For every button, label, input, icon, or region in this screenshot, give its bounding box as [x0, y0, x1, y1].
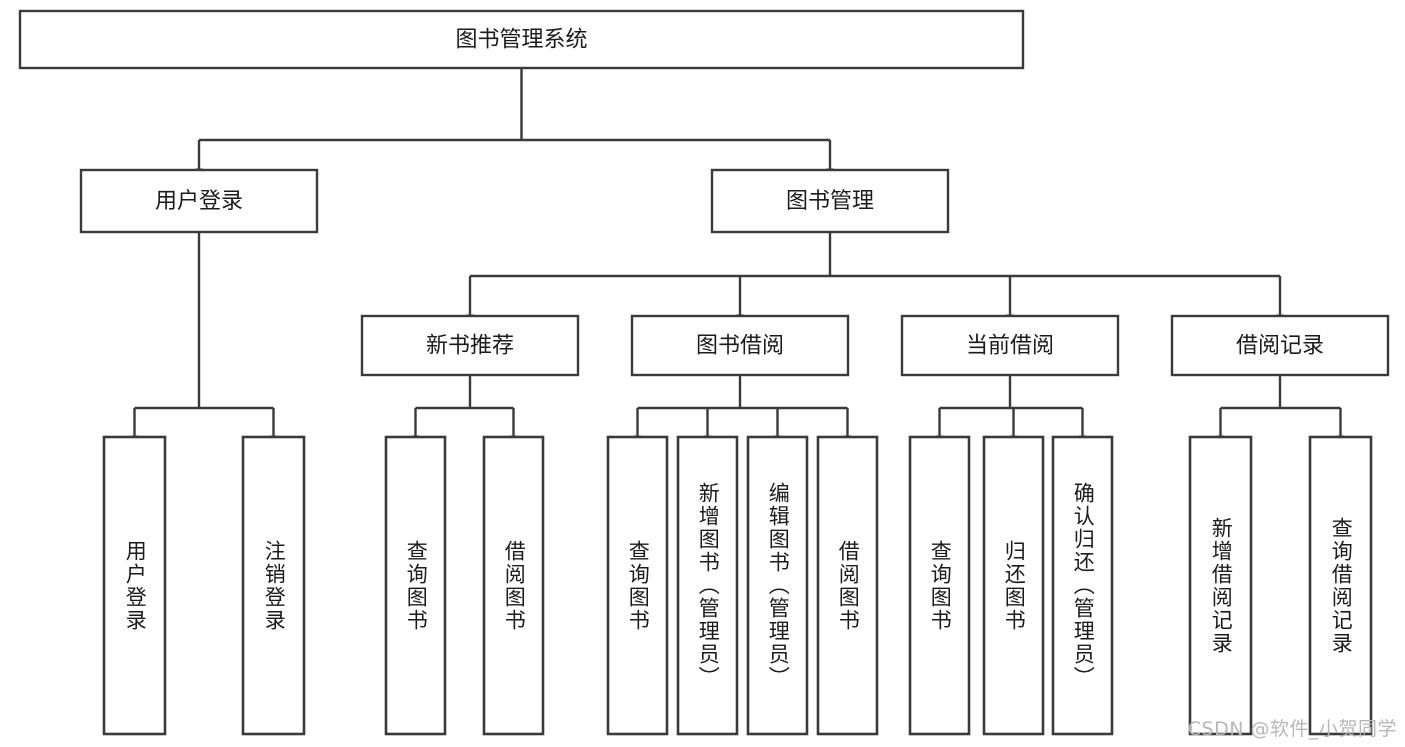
node-新书推荐-box[interactable]: [360, 314, 580, 377]
box-layer: [18, 9, 1390, 736]
node-用户登录-box[interactable]: [79, 168, 319, 234]
leaf-编辑图书管理员-6-box[interactable]: [746, 435, 809, 736]
leaf-借阅图书-7-box[interactable]: [816, 435, 879, 736]
node-借阅记录-label: 借阅记录: [1236, 334, 1324, 359]
node-用户登录-label: 用户登录: [155, 189, 243, 214]
node-图书管理-box[interactable]: [710, 168, 950, 234]
node-新书推荐-label: 新书推荐: [426, 334, 514, 359]
leaf-注销登录-1-box[interactable]: [241, 435, 306, 736]
node-图书借阅-label: 图书借阅: [696, 334, 784, 359]
leaf-查询图书-2-box[interactable]: [384, 435, 447, 736]
leaf-查询借阅记录-12-box[interactable]: [1308, 435, 1373, 736]
node-当前借阅-label: 当前借阅: [966, 334, 1054, 359]
node-图书管理系统-label: 图书管理系统: [455, 28, 587, 53]
leaf-新增图书管理员-5-box[interactable]: [676, 435, 739, 736]
edge-layer: [130, 68, 1345, 445]
node-图书借阅-box[interactable]: [630, 314, 850, 377]
node-借阅记录-box[interactable]: [1170, 314, 1390, 377]
leaf-查询图书-8-box[interactable]: [908, 435, 971, 736]
watermark: CSDN @软件_小贺同学: [1187, 718, 1397, 740]
node-图书管理系统-box[interactable]: [18, 9, 1025, 70]
leaf-归还图书-9-box[interactable]: [982, 435, 1045, 736]
leaf-借阅图书-3-box[interactable]: [482, 435, 545, 736]
leaf-用户登录-0-box[interactable]: [102, 435, 167, 736]
leaf-确认归还管理员-10-box[interactable]: [1051, 435, 1114, 736]
node-当前借阅-box[interactable]: [900, 314, 1120, 377]
leaf-查询图书-4-box[interactable]: [606, 435, 669, 736]
leaf-新增借阅记录-11-box[interactable]: [1188, 435, 1253, 736]
node-图书管理-label: 图书管理: [786, 189, 874, 214]
